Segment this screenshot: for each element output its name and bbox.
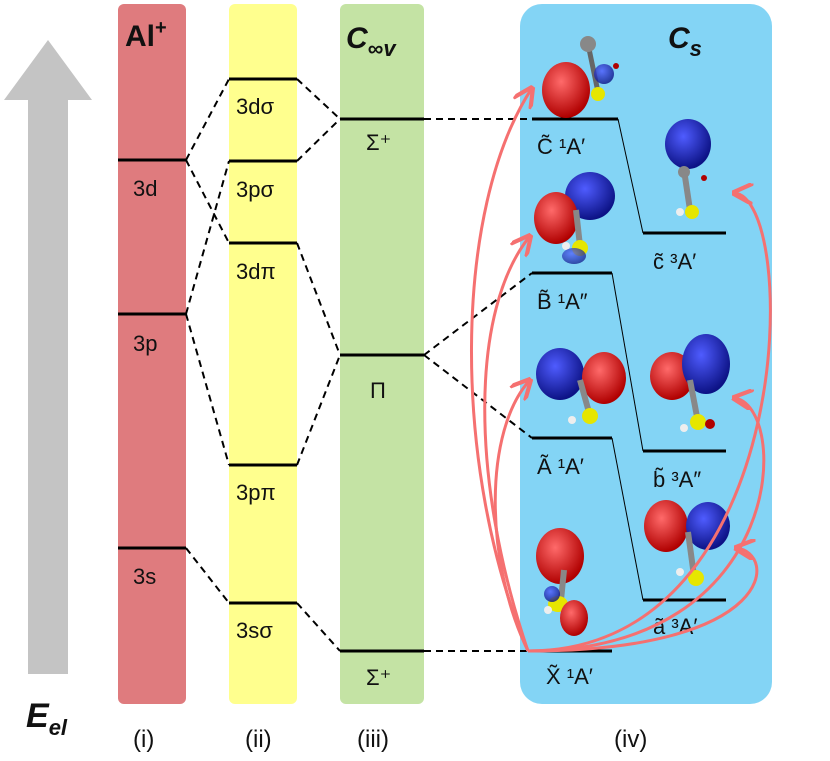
- ii-label-3psigma: 3pσ: [236, 177, 274, 202]
- ii-label-3ssigma: 3sσ: [236, 618, 273, 643]
- column-ii-label: (ii): [245, 726, 272, 753]
- energy-axis-label: Eel: [26, 697, 68, 740]
- cs-label-b-triplet: b̃ ³A″: [653, 467, 701, 492]
- column-iv-label: (iv): [614, 726, 647, 753]
- ii-label-3dsigma: 3dσ: [236, 94, 274, 119]
- orbital-b-triplet: [650, 334, 730, 432]
- column-iii-label: (iii): [357, 726, 389, 753]
- energy-axis-arrow: [4, 40, 92, 674]
- cinfv-label-sigma-lower: Σ⁺: [366, 665, 391, 690]
- al-label-3d: 3d: [133, 176, 157, 201]
- cs-header: Cs: [668, 22, 702, 61]
- cs-label-B-singlet: B̃ ¹A″: [537, 289, 588, 314]
- orbital-X-singlet: [536, 528, 588, 636]
- cinfv-label-pi: Π: [370, 378, 386, 403]
- al-label-3s: 3s: [133, 564, 156, 589]
- ii-label-3dpi: 3dπ: [236, 259, 276, 284]
- al-label-3p: 3p: [133, 331, 157, 356]
- orbital-C-singlet: [542, 36, 619, 118]
- orbital-c-triplet: [665, 119, 711, 219]
- cinfv-header: C∞v: [346, 22, 397, 61]
- orbital-B-singlet: [534, 172, 615, 264]
- cs-label-A-singlet: Ã ¹A′: [537, 454, 584, 479]
- al-ion-column: [118, 4, 186, 704]
- cinfv-label-sigma-upper: Σ⁺: [366, 130, 391, 155]
- column-i-label: (i): [133, 726, 154, 753]
- ii-label-3ppi: 3pπ: [236, 480, 276, 505]
- singlet-triplet-connectors: [611, 118, 644, 601]
- cs-label-X-singlet: X̃ ¹A′: [546, 664, 593, 689]
- orbital-A-singlet: [536, 348, 626, 424]
- molecular-orbital-column: [229, 4, 297, 704]
- cs-label-C-singlet: C̃ ¹A′: [537, 134, 585, 159]
- al-header: Al+: [125, 17, 167, 53]
- cs-label-c-triplet: c̃ ³A′: [653, 249, 696, 274]
- correlation-lines: [185, 78, 533, 652]
- transition-arrows: [470, 88, 772, 653]
